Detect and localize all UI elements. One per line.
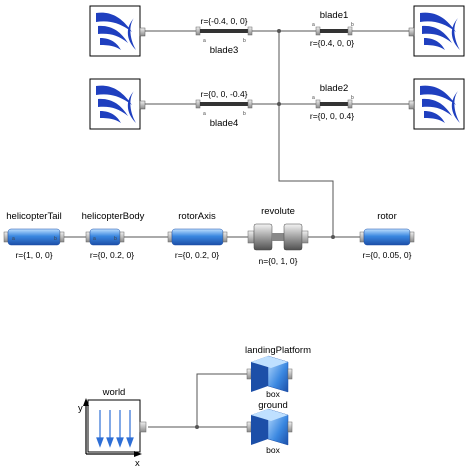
blade4[interactable]: r={0, 0, -0.4} a b blade4 (195, 89, 253, 129)
rotorAxis-name: rotorAxis (178, 211, 216, 222)
world-axis-x: x (135, 458, 140, 469)
pin-b-label: b (351, 95, 354, 101)
body-cylinder-icon (171, 228, 224, 246)
blade1-name: blade1 (320, 10, 349, 21)
landingPlatform-param: box (266, 389, 280, 399)
fixed-icon-mid-right[interactable] (408, 78, 465, 130)
rotorAxis-param: r={0, 0.2, 0} (175, 250, 219, 260)
fixed-icon-mid-left[interactable] (89, 78, 146, 130)
fixed-icon-top-left[interactable] (89, 5, 146, 57)
helicopterBody-param: r={0, 0.2, 0} (90, 250, 134, 260)
revolute-param: n={0, 1, 0} (259, 256, 298, 266)
pin-b-label: b (243, 38, 246, 44)
rotor-param: r={0, 0.05, 0} (363, 250, 412, 260)
blade1[interactable]: blade1 a b r={0.4, 0, 0} (310, 10, 354, 48)
pin-a-label: a (203, 38, 206, 44)
frame-connector-icon[interactable] (139, 100, 146, 110)
blade4-param: r={0, 0, -0.4} (200, 89, 247, 99)
landingPlatform[interactable]: landingPlatform box (245, 345, 311, 399)
frame-connector-icon[interactable] (408, 100, 415, 110)
body-cylinder-icon (363, 228, 411, 246)
revolute-name: revolute (261, 206, 295, 217)
frame-connector-icon[interactable] (408, 27, 415, 37)
pin-b-label: b (243, 111, 246, 117)
pin-b-label: b (351, 22, 354, 28)
pin-a-label: a (93, 236, 96, 242)
rotor[interactable]: rotor r={0, 0.05, 0} (359, 211, 415, 260)
rotor-name: rotor (377, 211, 397, 222)
landingPlatform-name: landingPlatform (245, 345, 311, 356)
ground-name: ground (258, 400, 288, 411)
blade3-param: r={-0.4, 0, 0} (200, 16, 247, 26)
blade1-param: r={0.4, 0, 0} (310, 38, 354, 48)
blade2[interactable]: blade2 a b r={0, 0, 0.4} (310, 83, 354, 121)
helicopterTail-param: r={1, 0, 0} (15, 250, 52, 260)
frame-connector-icon[interactable] (139, 27, 146, 37)
pin-a-label: a (203, 111, 206, 117)
pin-a-label: a (12, 236, 15, 242)
pin-a-label: a (312, 22, 315, 28)
ground[interactable]: ground box (246, 400, 293, 455)
blade2-param: r={0, 0, 0.4} (310, 111, 354, 121)
fixed-icon-top-right[interactable] (408, 5, 465, 57)
helicopterTail-name: helicopterTail (6, 211, 61, 222)
revolute[interactable]: revolute n={0, 1, 0} (247, 206, 309, 266)
helicopterBody-name: helicopterBody (82, 211, 145, 222)
ground-param: box (266, 445, 280, 455)
helicopterTail[interactable]: helicopterTail a b r={1, 0, 0} (3, 211, 65, 260)
blade3[interactable]: r={-0.4, 0, 0} a b blade3 (195, 16, 253, 56)
body-cylinder-icon (7, 228, 61, 246)
blade3-name: blade3 (210, 45, 239, 56)
world-name: world (102, 387, 126, 398)
connections (64, 29, 414, 429)
world-axis-y: y (78, 403, 83, 414)
pin-b-label: b (54, 236, 57, 242)
pin-a-label: a (312, 95, 315, 101)
helicopterBody[interactable]: helicopterBody a b r={0, 0.2, 0} (82, 211, 145, 260)
rotorAxis[interactable]: rotorAxis r={0, 0.2, 0} (167, 211, 228, 260)
blade4-name: blade4 (210, 118, 239, 129)
pin-b-label: b (114, 236, 117, 242)
blade2-name: blade2 (320, 83, 349, 94)
world[interactable]: world y x (78, 387, 147, 469)
revolute-joint-icon (253, 223, 273, 251)
world-gravity-icon (87, 399, 141, 453)
